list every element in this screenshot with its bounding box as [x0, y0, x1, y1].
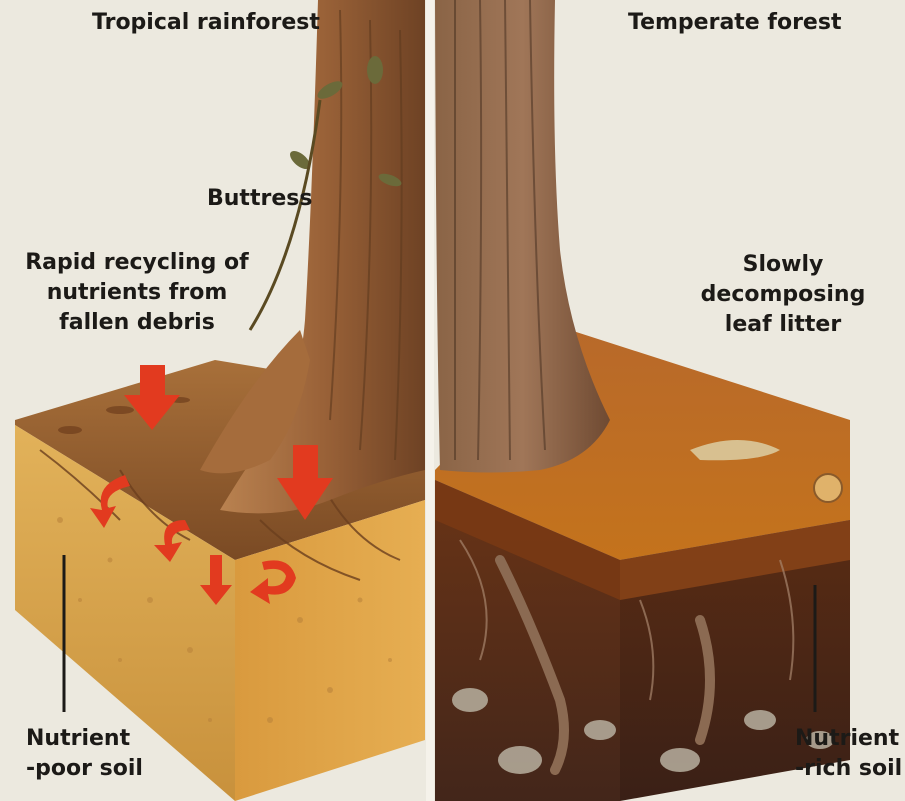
- rapid-recycling-line-1: Rapid recycling of: [18, 248, 256, 278]
- temperate-forest-title: Temperate forest: [628, 8, 841, 38]
- rapid-recycling-label: Rapid recycling of nutrients from fallen…: [18, 248, 256, 338]
- poor-soil-line-1: Nutrient: [26, 724, 143, 754]
- slow-litter-line-2: decomposing: [688, 280, 878, 310]
- temperate-tree-trunk: [435, 0, 610, 473]
- rapid-recycling-line-2: nutrients from: [18, 278, 256, 308]
- poor-soil-line-2: -poor soil: [26, 754, 143, 784]
- nutrient-rich-soil-label: Nutrient -rich soil: [795, 724, 902, 784]
- rich-soil-line-2: -rich soil: [795, 754, 902, 784]
- tropical-rainforest-title: Tropical rainforest: [92, 8, 320, 38]
- buttress-label: Buttress: [207, 184, 312, 214]
- slow-litter-line-1: Slowly: [688, 250, 878, 280]
- rapid-recycling-line-3: fallen debris: [18, 308, 256, 338]
- slow-litter-label: Slowly decomposing leaf litter: [688, 250, 878, 340]
- nutrient-poor-soil-label: Nutrient -poor soil: [26, 724, 143, 784]
- rich-soil-line-1: Nutrient: [795, 724, 902, 754]
- slow-litter-line-3: leaf litter: [688, 310, 878, 340]
- panel-divider: [426, 0, 434, 801]
